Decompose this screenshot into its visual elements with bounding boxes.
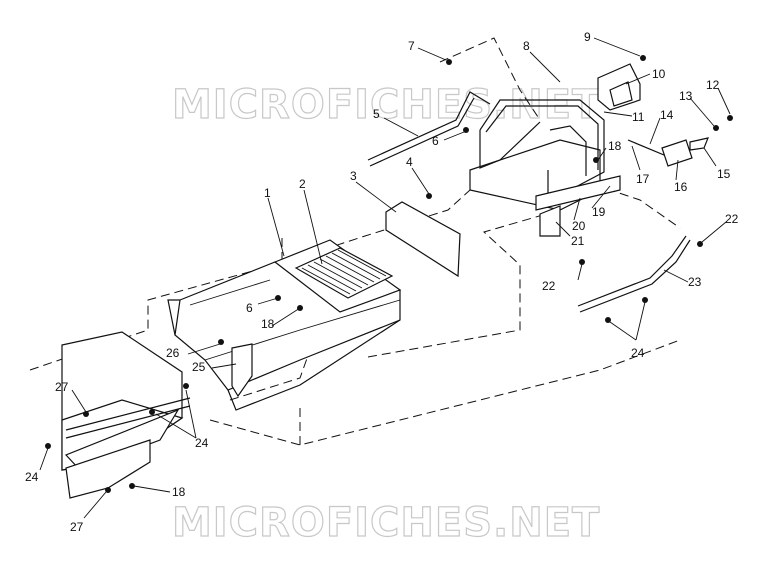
callout-27-top: 27 xyxy=(55,380,69,394)
callout-21: 21 xyxy=(571,234,585,248)
callout-25: 25 xyxy=(192,360,206,374)
hitch-plate xyxy=(597,63,641,111)
callout-22-center: 22 xyxy=(542,279,556,293)
callout-7: 7 xyxy=(408,39,415,53)
callout-5: 5 xyxy=(373,107,380,121)
callout-18-tunnel: 18 xyxy=(261,317,275,331)
callout-18-rack: 18 xyxy=(608,139,622,153)
traction-pad xyxy=(294,247,394,299)
callout-1: 1 xyxy=(264,186,271,200)
callout-10: 10 xyxy=(652,67,666,81)
callout-15: 15 xyxy=(717,167,731,181)
callout-6-tunnel: 6 xyxy=(246,301,253,315)
leader-lines xyxy=(39,37,731,519)
callout-3: 3 xyxy=(350,169,357,183)
side-skid xyxy=(577,235,691,313)
callout-4: 4 xyxy=(406,155,413,169)
grab-bar xyxy=(367,91,491,167)
snow-flap xyxy=(385,201,461,278)
callout-18-front: 18 xyxy=(172,485,186,499)
callout-23: 23 xyxy=(688,275,702,289)
callout-27-bottom: 27 xyxy=(70,520,84,534)
callout-17: 17 xyxy=(636,172,650,186)
callout-13: 13 xyxy=(679,89,693,103)
callout-6-rack: 6 xyxy=(432,134,439,148)
callout-24-right: 24 xyxy=(631,346,645,360)
bracket xyxy=(231,343,253,398)
callout-20: 20 xyxy=(572,219,586,233)
callout-16: 16 xyxy=(674,180,688,194)
callout-26: 26 xyxy=(166,346,180,360)
callout-11: 11 xyxy=(632,110,645,124)
watermark-top: MICROFICHES.NET xyxy=(172,82,600,128)
callout-12: 12 xyxy=(706,78,720,92)
callout-19: 19 xyxy=(592,205,606,219)
callout-2: 2 xyxy=(299,177,306,191)
part-callouts: 1 2 3 4 5 6 6 7 8 9 10 11 12 13 14 15 16… xyxy=(25,30,739,534)
hitch-pin xyxy=(627,137,709,167)
rear-bumper-rack xyxy=(469,99,621,237)
callout-9: 9 xyxy=(584,30,591,44)
callout-8: 8 xyxy=(523,39,530,53)
callout-24-front-right: 24 xyxy=(195,436,209,450)
callout-22-right: 22 xyxy=(725,212,739,226)
callout-24-front-left: 24 xyxy=(25,470,39,484)
fasteners xyxy=(45,55,733,493)
watermark-bottom: MICROFICHES.NET xyxy=(172,500,600,546)
front-tub xyxy=(61,331,191,499)
callout-14: 14 xyxy=(660,108,674,122)
